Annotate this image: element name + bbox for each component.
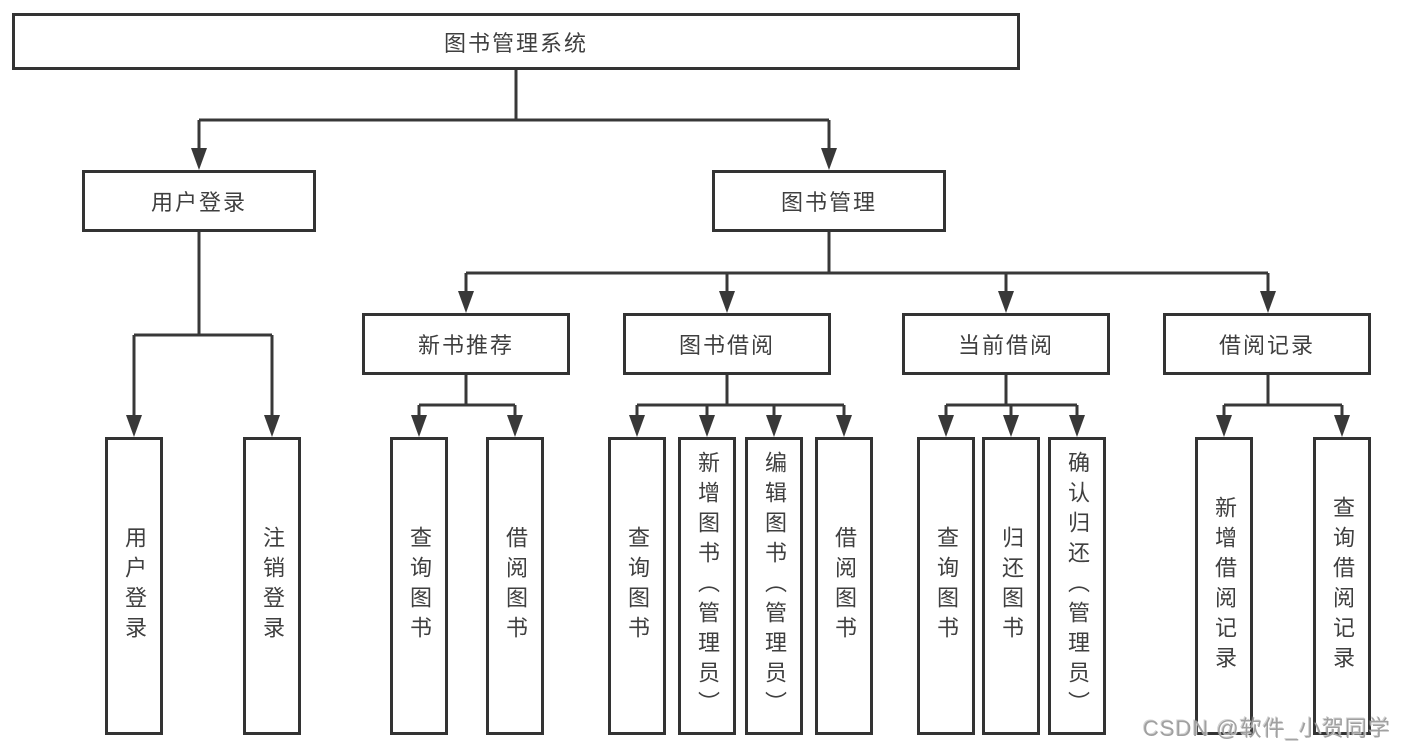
- leaf-borrow-books-recommend: 借阅图书: [486, 437, 544, 735]
- node-book-borrowing: 图书借阅: [623, 313, 831, 375]
- leaf-return-books: 归还图书: [982, 437, 1040, 735]
- leaf-query-borrow-record: 查询借阅记录: [1313, 437, 1371, 735]
- node-user-login: 用户登录: [82, 170, 316, 232]
- leaf-add-book-admin: 新增图书（管理员）: [678, 437, 736, 735]
- leaf-edit-book-admin-label: 编辑图书（管理员）: [762, 451, 787, 721]
- leaf-query-books-borrowing-label: 查询图书: [625, 526, 650, 646]
- leaf-query-books-current-label: 查询图书: [934, 526, 959, 646]
- leaf-add-borrow-record-label: 新增借阅记录: [1212, 496, 1237, 676]
- leaf-add-book-admin-label: 新增图书（管理员）: [695, 451, 720, 721]
- leaf-edit-book-admin: 编辑图书（管理员）: [745, 437, 803, 735]
- node-new-book-recommendation: 新书推荐: [362, 313, 570, 375]
- node-current-borrowing: 当前借阅: [902, 313, 1110, 375]
- watermark-text: CSDN @软件_小贺同学: [1142, 716, 1391, 741]
- node-current-borrowing-label: 当前借阅: [957, 333, 1054, 358]
- leaf-add-borrow-record: 新增借阅记录: [1195, 437, 1253, 735]
- leaf-query-books-borrowing: 查询图书: [608, 437, 666, 735]
- node-borrowing-records: 借阅记录: [1163, 313, 1371, 375]
- leaf-user-login: 用户登录: [105, 437, 163, 735]
- leaf-user-login-label: 用户登录: [122, 526, 147, 646]
- leaf-logout-label: 注销登录: [260, 526, 285, 646]
- node-book-management: 图书管理: [712, 170, 946, 232]
- leaf-confirm-return-admin: 确认归还（管理员）: [1048, 437, 1106, 735]
- leaf-borrow-books: 借阅图书: [815, 437, 873, 735]
- node-borrowing-records-label: 借阅记录: [1218, 333, 1315, 358]
- node-book-management-label: 图书管理: [780, 190, 877, 215]
- node-book-borrowing-label: 图书借阅: [678, 333, 775, 358]
- leaf-query-books-recommend: 查询图书: [390, 437, 448, 735]
- leaf-query-books-recommend-label: 查询图书: [407, 526, 432, 646]
- leaf-query-borrow-record-label: 查询借阅记录: [1330, 496, 1355, 676]
- leaf-borrow-books-label: 借阅图书: [832, 526, 857, 646]
- node-new-book-recommendation-label: 新书推荐: [417, 333, 514, 358]
- leaf-return-books-label: 归还图书: [999, 526, 1024, 646]
- arrowheads: [126, 148, 1350, 437]
- node-library-system-label: 图书管理系统: [443, 30, 588, 56]
- leaf-query-books-current: 查询图书: [917, 437, 975, 735]
- node-library-system: 图书管理系统: [12, 13, 1020, 70]
- node-user-login-label: 用户登录: [150, 190, 247, 215]
- leaf-confirm-return-admin-label: 确认归还（管理员）: [1065, 451, 1090, 721]
- leaf-borrow-books-recommend-label: 借阅图书: [503, 526, 528, 646]
- leaf-logout: 注销登录: [243, 437, 301, 735]
